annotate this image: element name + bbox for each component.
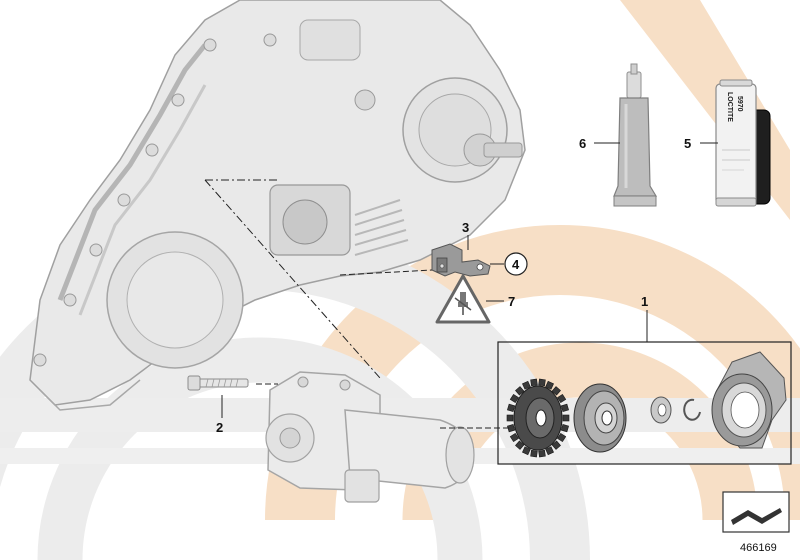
gear-tooth [506, 414, 514, 422]
transfer-case-housing [29, 0, 526, 411]
actuator-motor [265, 371, 475, 503]
gear-tooth [557, 432, 567, 443]
brand-label: LOCTITE [726, 92, 733, 122]
gear-tooth [545, 380, 554, 390]
callout-3: 3 [462, 220, 469, 235]
circlip [683, 398, 701, 421]
gear-tooth [551, 440, 561, 450]
gear-tooth [551, 386, 561, 396]
gear-wheel [506, 378, 570, 458]
gear-tooth [530, 449, 538, 458]
product-code-label: 5970 [736, 96, 743, 112]
callout-2: 2 [216, 420, 223, 435]
gear-tooth [538, 449, 546, 458]
callout-6: 6 [579, 136, 586, 151]
shaft-seal-plate [711, 351, 787, 449]
callout-7: 7 [508, 294, 515, 309]
callout-4-circle [504, 252, 528, 276]
gear-tooth [522, 446, 531, 456]
gear-tooth [530, 378, 538, 387]
gear-tooth [515, 440, 525, 450]
gear-tooth [560, 403, 569, 412]
washer [650, 396, 672, 424]
electrical-plug-warning-icon [435, 274, 491, 324]
callout-4: 4 [512, 257, 520, 272]
callout-5: 5 [684, 136, 691, 151]
gear-tooth [557, 393, 567, 404]
pulley-bearing [573, 383, 627, 453]
catalog-page-icon [722, 491, 790, 533]
gear-tooth [522, 380, 531, 390]
sensor-bracket [431, 243, 491, 277]
gear-tooth [509, 393, 519, 404]
gear-tooth [545, 446, 554, 456]
grease-tube [613, 63, 658, 207]
gear-tooth [509, 432, 519, 443]
gear-tooth [560, 424, 569, 433]
gear-tooth [562, 414, 570, 422]
repair-kit-frame [497, 341, 792, 465]
gear-tooth [507, 424, 516, 433]
gear-tooth [515, 386, 525, 396]
gear-tooth [538, 378, 546, 387]
callout-1: 1 [641, 294, 648, 309]
motor-mounting-bolt [187, 375, 249, 391]
document-number: 466169 [740, 542, 777, 554]
leader-lines [204, 142, 718, 429]
sealant-cartridge: LOCTITE 5970 [715, 79, 771, 207]
gear-tooth [507, 403, 516, 412]
